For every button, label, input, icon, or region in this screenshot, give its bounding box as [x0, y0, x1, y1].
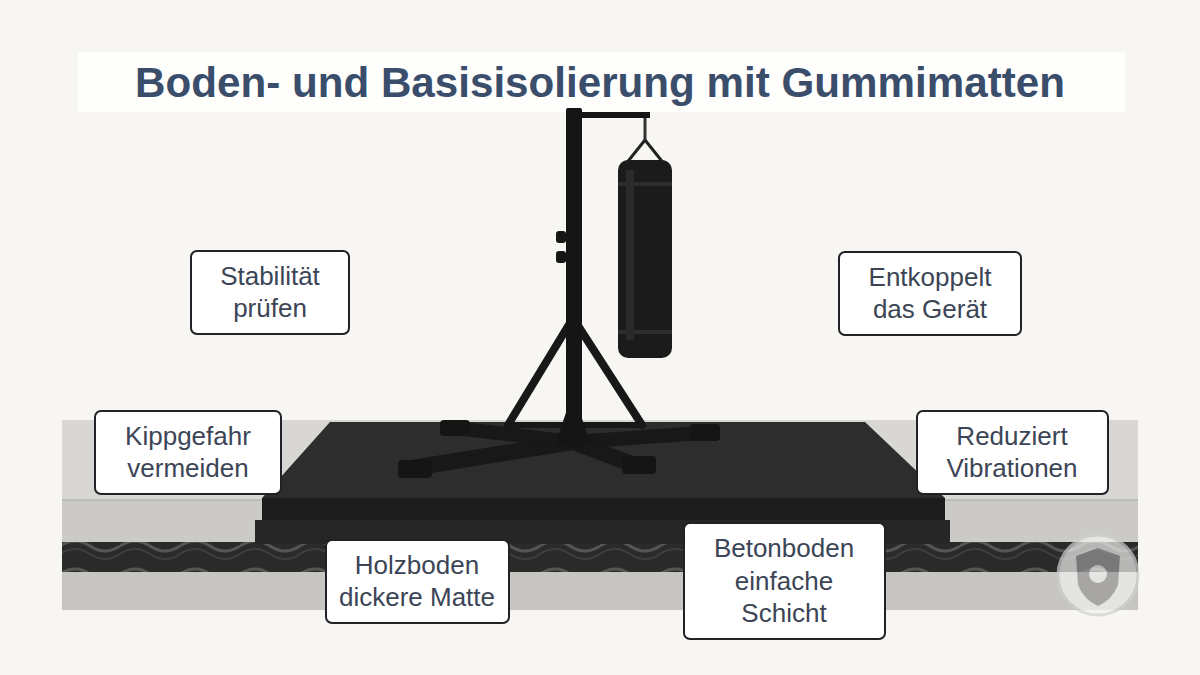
- mat-edge: [262, 498, 945, 520]
- info-box: Kippgefahr vermeiden: [94, 410, 282, 495]
- info-box: Betonboden einfache Schicht: [683, 522, 886, 640]
- box-label: Entkoppelt das Gerät: [852, 261, 1008, 326]
- watermark-logo: [1058, 535, 1138, 615]
- box-label: Kippgefahr vermeiden: [108, 420, 268, 485]
- rubber-wave-layer: [62, 542, 1138, 572]
- box-label: Stabilität prüfen: [204, 260, 336, 325]
- concrete-base: [62, 572, 1138, 610]
- info-box: Reduziert Vibrationen: [916, 410, 1109, 495]
- punching-bag: [618, 118, 672, 358]
- info-box: Stabilität prüfen: [190, 250, 350, 335]
- info-box: Entkoppelt das Gerät: [838, 251, 1022, 336]
- box-label: Betonboden einfache Schicht: [697, 532, 872, 630]
- info-box: Holzboden dickere Matte: [325, 539, 510, 624]
- diagram-title: Boden- und Basisisolierung mit Gummimatt…: [0, 58, 1200, 109]
- rubber-mat: [262, 422, 945, 498]
- box-label: Holzboden dickere Matte: [339, 549, 496, 614]
- box-label: Reduziert Vibrationen: [930, 420, 1095, 485]
